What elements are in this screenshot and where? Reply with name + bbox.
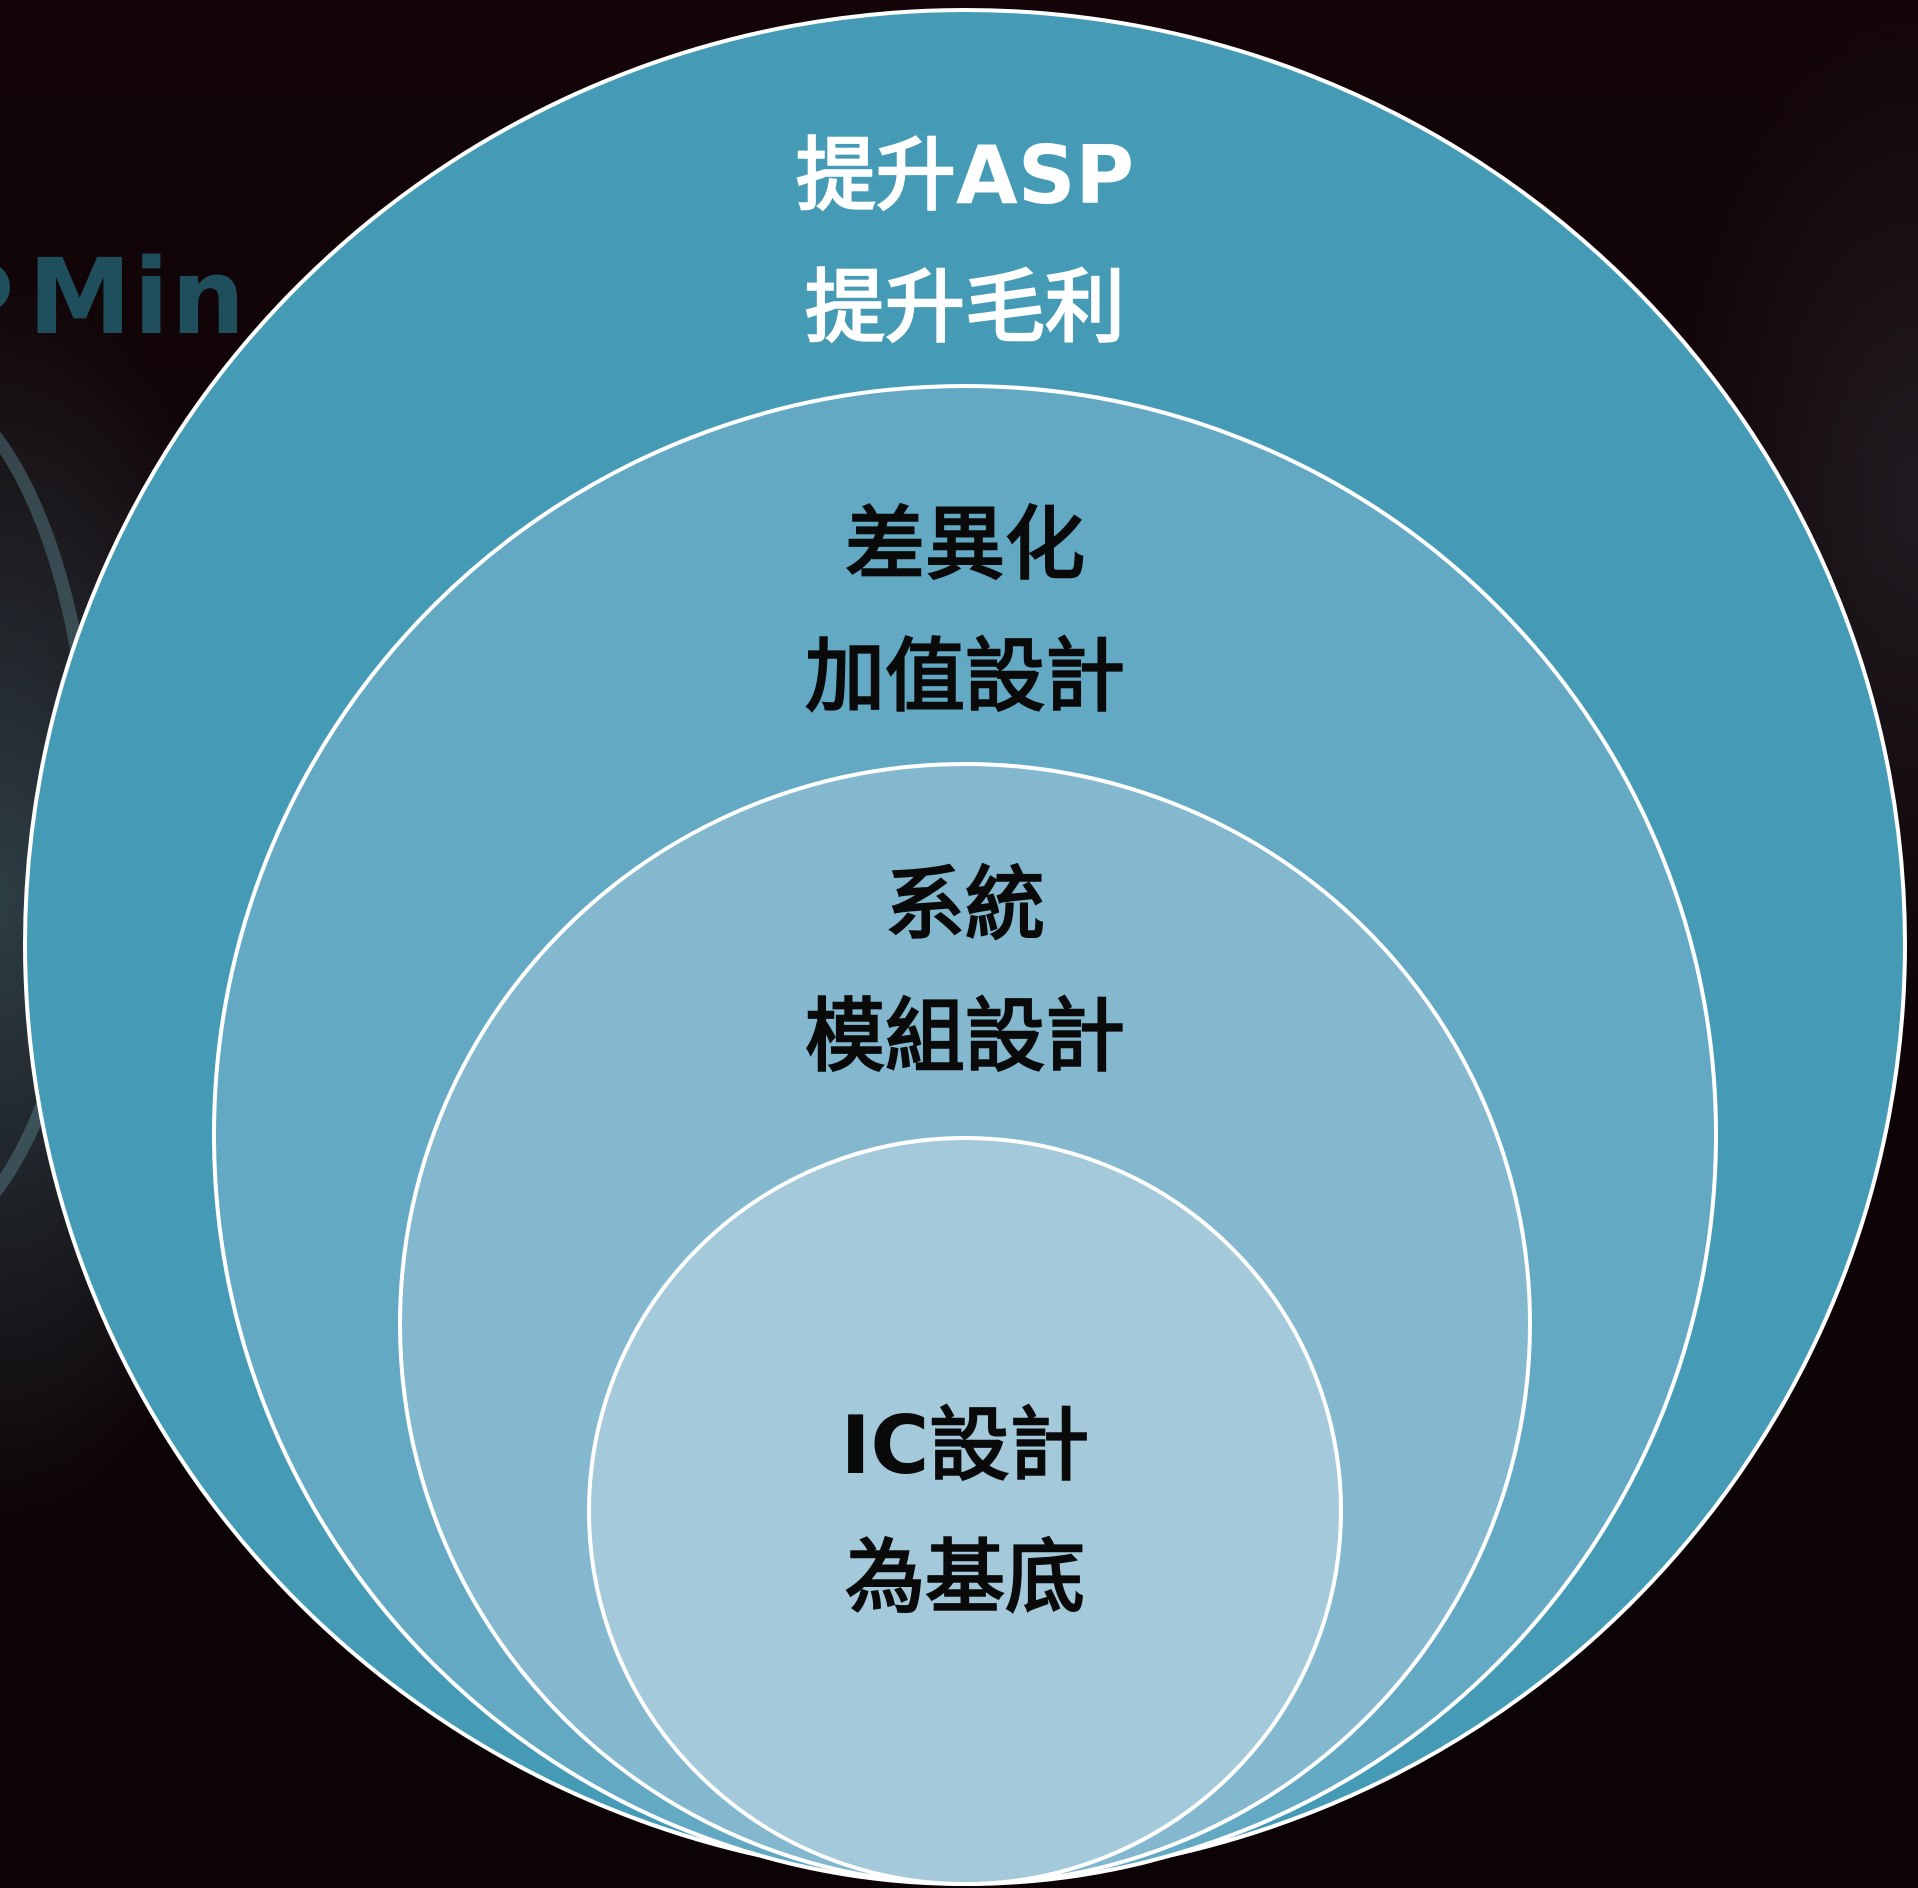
- background-dot-decoration: [0, 262, 10, 312]
- level-4-line-1: IC設計: [840, 1399, 1090, 1492]
- level-3-line-2: 模組設計: [805, 990, 1125, 1083]
- level-4-line-2: 為基底: [845, 1531, 1085, 1624]
- level-3-line-1: 系統: [885, 858, 1045, 951]
- level-1-line-1: 提升ASP: [795, 129, 1135, 222]
- background-text: Min: [28, 236, 248, 358]
- level-1-line-2: 提升毛利: [805, 261, 1125, 354]
- inner-circle-level-4: [587, 1136, 1343, 1886]
- level-2-line-1: 差異化: [845, 498, 1085, 591]
- level-2-line-2: 加值設計: [805, 630, 1125, 723]
